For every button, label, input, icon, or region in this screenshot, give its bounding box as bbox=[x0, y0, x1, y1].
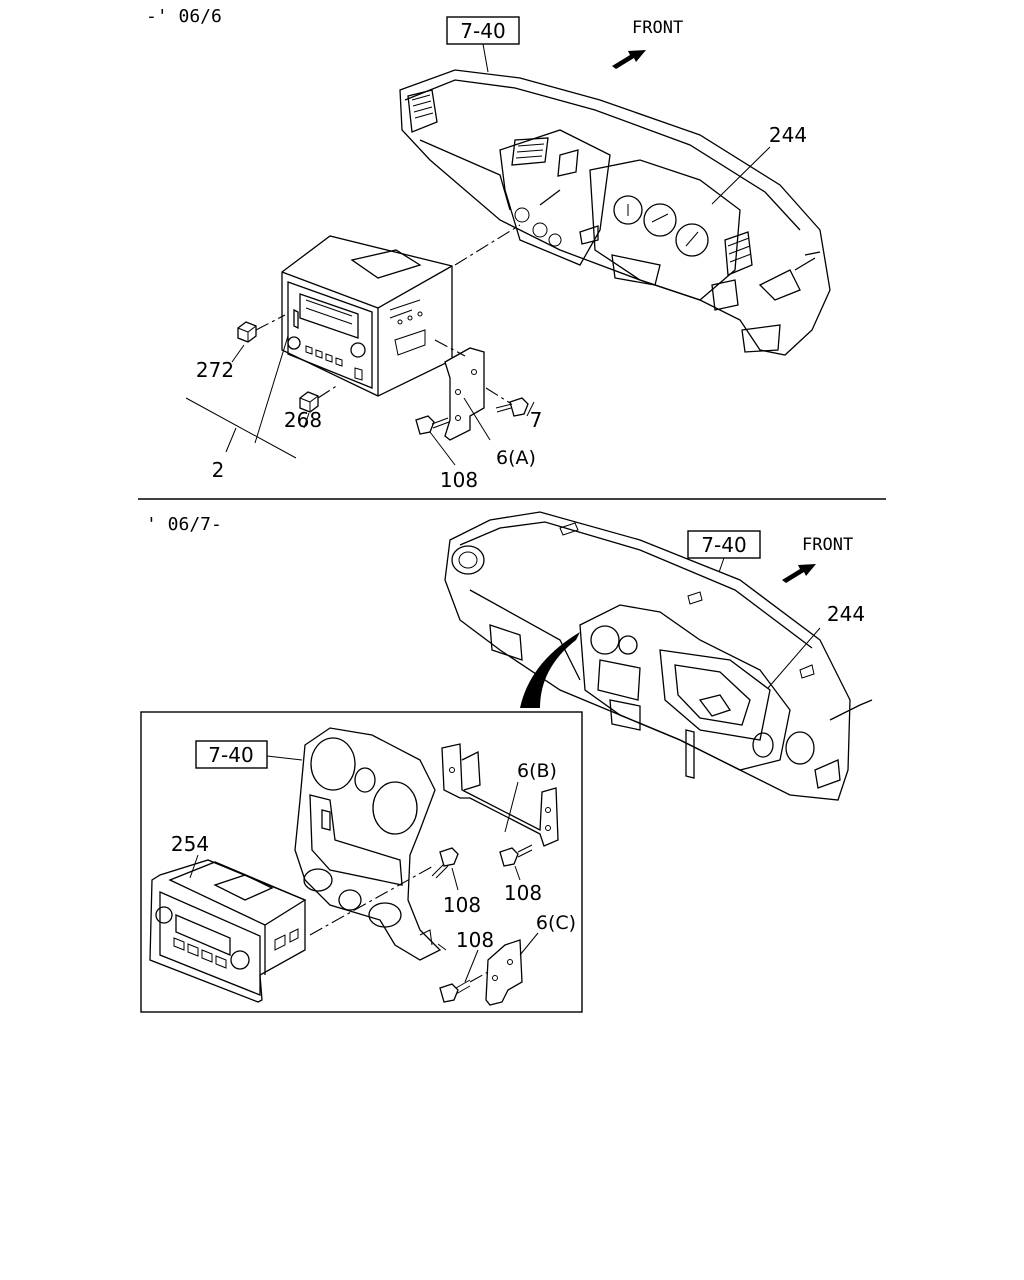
front-arrow-icon bbox=[612, 50, 646, 69]
part-6c: 6(C) bbox=[536, 912, 576, 934]
bottom-section: ' 06/7- 7-40 FRONT bbox=[140, 511, 873, 1013]
part-244-top: 244 bbox=[769, 123, 807, 147]
part-108-bottom-low: 108 bbox=[456, 928, 494, 952]
front-label-top: FRONT bbox=[632, 18, 683, 38]
period-top: -' 06/6 bbox=[146, 6, 222, 27]
bracket-6b[interactable] bbox=[441, 743, 559, 847]
top-section: -' 06/6 7-40 FRONT bbox=[146, 6, 831, 492]
screw-108-mid-right[interactable] bbox=[499, 844, 533, 867]
center-bezel[interactable] bbox=[294, 727, 447, 961]
part-108-bottom-right: 108 bbox=[504, 881, 542, 905]
period-bottom: ' 06/7- bbox=[146, 514, 222, 535]
part-272: 272 bbox=[196, 358, 234, 382]
zoom-arrow bbox=[520, 632, 580, 708]
part-2: 2 bbox=[212, 458, 225, 482]
dashboard-top bbox=[399, 69, 831, 356]
ref-box-detail-label: 7-40 bbox=[208, 743, 253, 767]
part-6b: 6(B) bbox=[517, 760, 557, 782]
bracket-6a[interactable] bbox=[444, 347, 485, 441]
leader-radio-dash bbox=[454, 224, 521, 266]
ref-box-bottom[interactable] bbox=[687, 530, 761, 559]
part-108-bottom-left: 108 bbox=[443, 893, 481, 917]
screw-108-low[interactable] bbox=[439, 979, 471, 1003]
radio-unit-top[interactable] bbox=[281, 235, 453, 397]
part-7: 7 bbox=[530, 408, 543, 432]
radio-unit-254[interactable] bbox=[149, 859, 307, 1003]
leader-254-dash bbox=[309, 864, 436, 936]
part-244-bottom: 244 bbox=[827, 602, 865, 626]
ref-box-bottom-label: 7-40 bbox=[701, 533, 746, 557]
part-268: 268 bbox=[284, 408, 322, 432]
screw-108-top[interactable] bbox=[415, 415, 450, 435]
screw-7[interactable] bbox=[495, 397, 529, 417]
ref-box-detail[interactable] bbox=[195, 740, 268, 769]
part-254: 254 bbox=[171, 832, 209, 856]
bracket-group-2 bbox=[185, 397, 297, 459]
front-label-bottom: FRONT bbox=[802, 535, 853, 555]
screw-108-mid-left[interactable] bbox=[431, 847, 459, 879]
bracket-6c[interactable] bbox=[485, 939, 523, 1006]
ref-box-top-label: 7-40 bbox=[460, 19, 505, 43]
front-arrow-bottom-icon bbox=[782, 564, 816, 583]
nut-268[interactable] bbox=[299, 391, 319, 413]
ref-box-top[interactable] bbox=[446, 16, 520, 45]
part-108-top: 108 bbox=[440, 468, 478, 492]
part-6a: 6(A) bbox=[496, 447, 536, 469]
nut-272[interactable] bbox=[237, 321, 257, 343]
dashboard-bottom bbox=[444, 511, 873, 801]
